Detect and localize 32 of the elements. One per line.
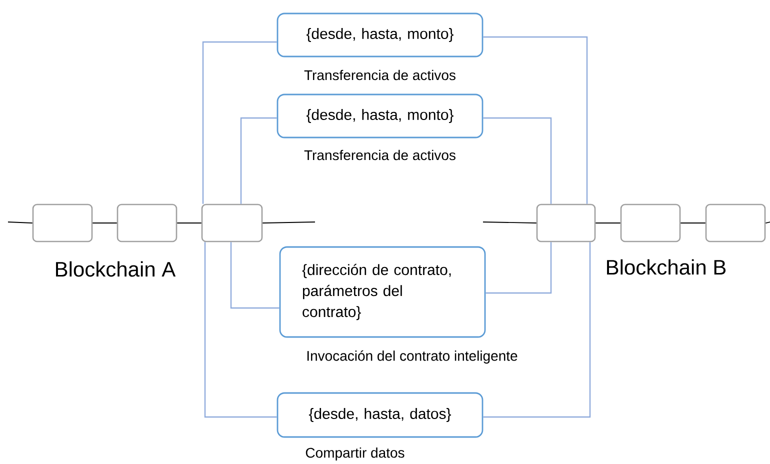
block-box [116,204,178,242]
connector-line [262,222,316,224]
connector-line [483,242,591,418]
connector-line [202,41,277,204]
node-label: Invocación del contrato inteligente [307,350,518,364]
connector-line [8,222,33,224]
connector-line [765,222,770,224]
block-box [32,204,93,242]
connector-line [482,222,537,224]
connector-line [176,222,202,224]
message-box: {desde, hasta, monto} [276,94,484,138]
node-label: Transferencia de activos [304,150,456,160]
connector-line [92,222,118,224]
connector-line [240,117,277,204]
block-box [536,204,596,242]
connector-line [483,117,552,204]
connector-line [486,242,552,294]
chain-label: Blockchain A [56,261,176,277]
message-box: {desde, hasta, datos} [276,392,484,438]
node-label: Transferencia de activos [304,70,456,80]
message-box: {desde, hasta, monto} [276,12,484,58]
connector-line [230,242,280,309]
connector-line [483,36,588,204]
chain-label: Blockchain B [607,259,726,275]
block-box [620,204,681,242]
connector-line [204,242,277,418]
message-box: {dirección de contrato, parámetros del contrato} [279,246,486,338]
block-box [705,204,766,242]
block-box [201,204,263,242]
connector-line [595,222,621,224]
node-label: Compartir datos [306,447,404,461]
connector-line [680,222,706,224]
